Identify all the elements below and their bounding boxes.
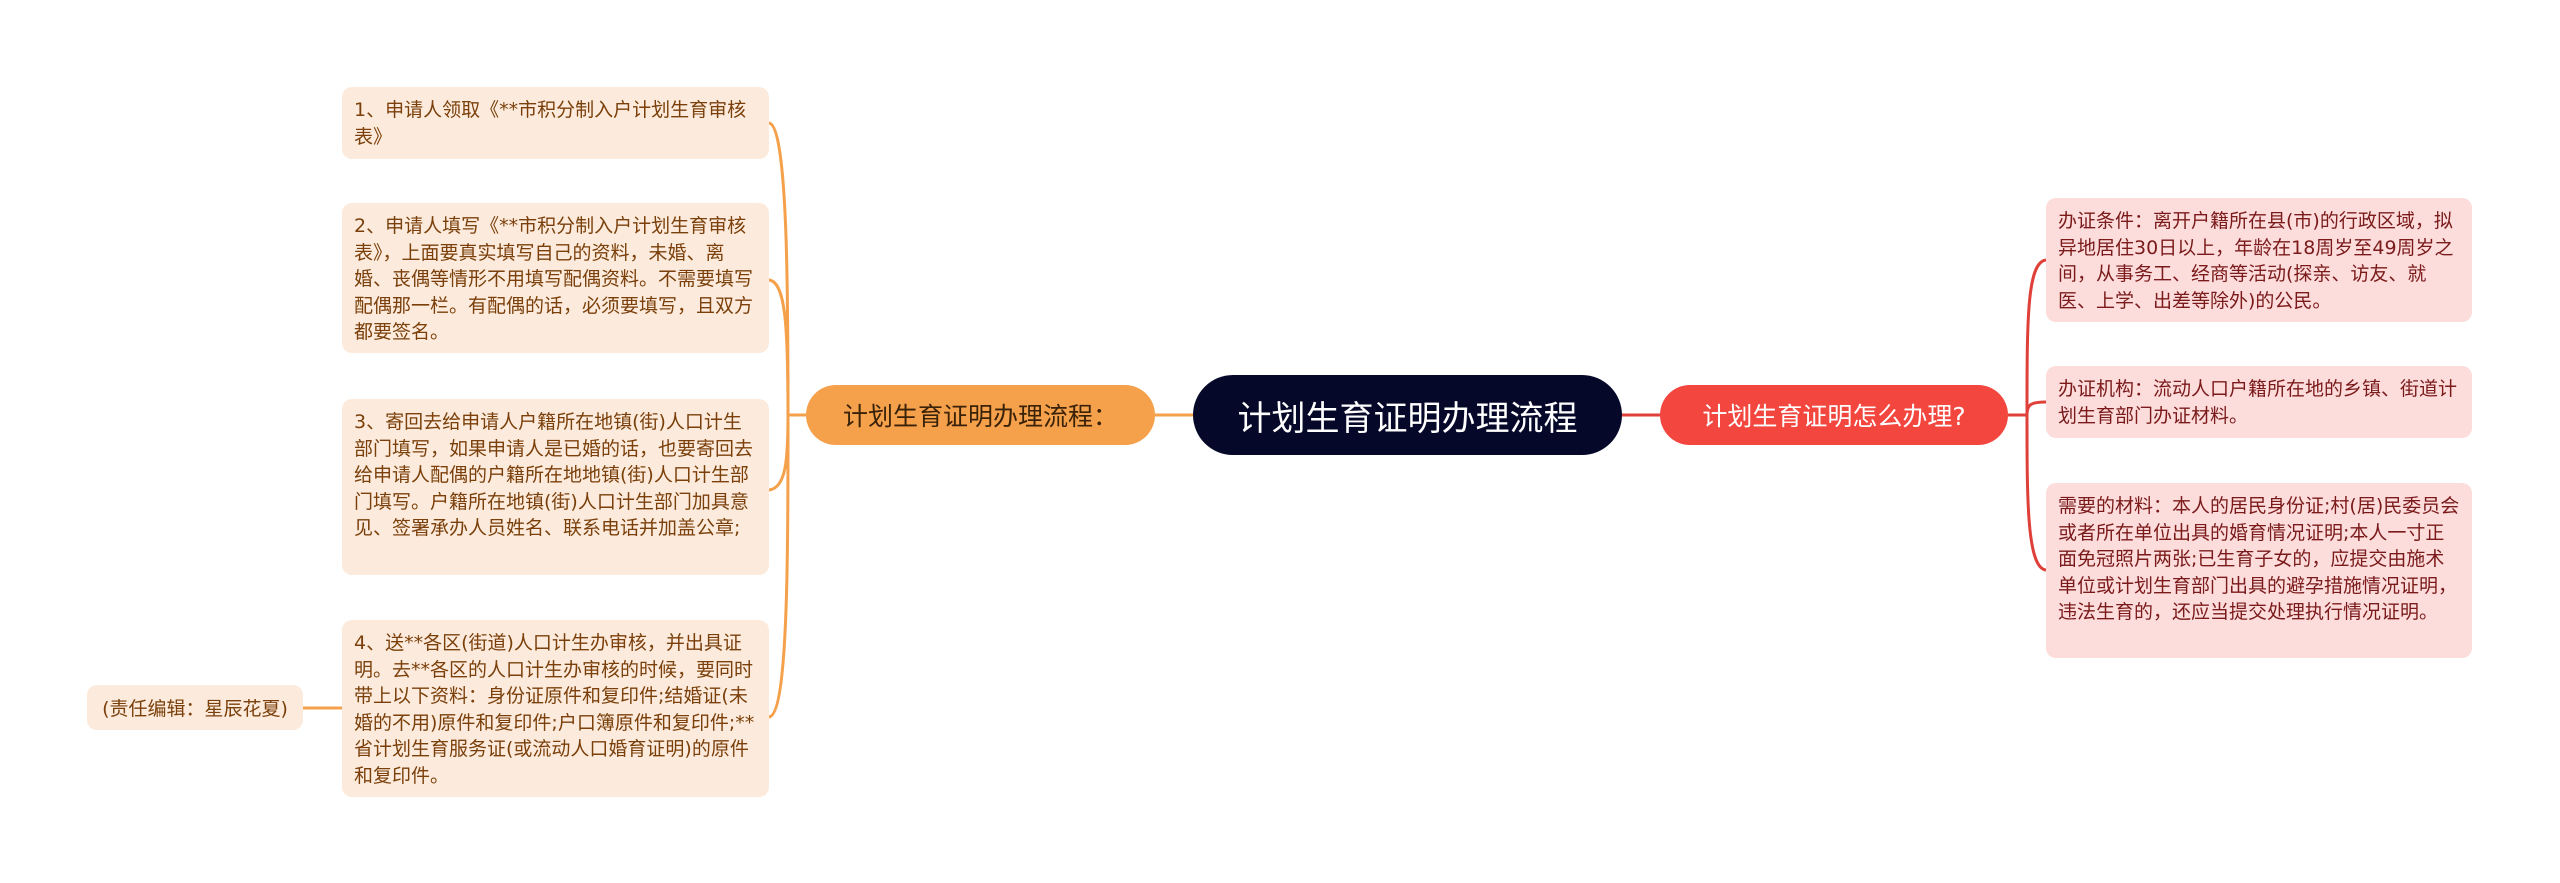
right-leaf-materials[interactable]: 需要的材料：本人的居民身份证;村(居)民委员会或者所在单位出具的婚育情况证明;本…	[2046, 483, 2472, 658]
left-leaf-step-4[interactable]: 4、送**各区(街道)人口计生办审核，并出具证明。去**各区的人口计生办审核的时…	[342, 620, 769, 797]
leaf-text: 3、寄回去给申请人户籍所在地镇(街)人口计生部门填写，如果申请人是已婚的话，也要…	[354, 411, 754, 539]
left-leaf-step-1[interactable]: 1、申请人领取《**市积分制入户计划生育审核表》	[342, 87, 769, 159]
left-branch-label: 计划生育证明办理流程：	[842, 402, 1118, 431]
central-topic-node[interactable]: 计划生育证明办理流程	[1193, 375, 1622, 455]
leaf-text: 1、申请人领取《**市积分制入户计划生育审核表》	[354, 99, 747, 148]
left-leaf-step-2[interactable]: 2、申请人填写《**市积分制入户计划生育审核表》，上面要真实填写自己的资料，未婚…	[342, 203, 769, 353]
leaf-text: 4、送**各区(街道)人口计生办审核，并出具证明。去**各区的人口计生办审核的时…	[354, 632, 755, 787]
right-branch-label: 计划生育证明怎么办理?	[1702, 402, 1966, 431]
central-topic-label: 计划生育证明办理流程	[1237, 398, 1578, 439]
leaf-text: 办证机构：流动人口户籍所在地的乡镇、街道计划生育部门办证材料。	[2058, 378, 2458, 427]
right-branch-node[interactable]: 计划生育证明怎么办理?	[1660, 385, 2008, 445]
left-branch-node[interactable]: 计划生育证明办理流程：	[806, 385, 1155, 445]
leaf-text: 办证条件：离开户籍所在县(市)的行政区域，拟异地居住30日以上，年龄在18周岁至…	[2058, 210, 2454, 312]
right-leaf-conditions[interactable]: 办证条件：离开户籍所在县(市)的行政区域，拟异地居住30日以上，年龄在18周岁至…	[2046, 198, 2472, 322]
editor-note[interactable]: (责任编辑：星辰花夏)	[87, 685, 303, 730]
leaf-text: 需要的材料：本人的居民身份证;村(居)民委员会或者所在单位出具的婚育情况证明;本…	[2058, 495, 2460, 623]
left-leaf-step-3[interactable]: 3、寄回去给申请人户籍所在地镇(街)人口计生部门填写，如果申请人是已婚的话，也要…	[342, 399, 769, 575]
editor-note-text: (责任编辑：星辰花夏)	[102, 698, 288, 720]
leaf-text: 2、申请人填写《**市积分制入户计划生育审核表》，上面要真实填写自己的资料，未婚…	[354, 215, 754, 343]
right-leaf-agency[interactable]: 办证机构：流动人口户籍所在地的乡镇、街道计划生育部门办证材料。	[2046, 366, 2472, 438]
